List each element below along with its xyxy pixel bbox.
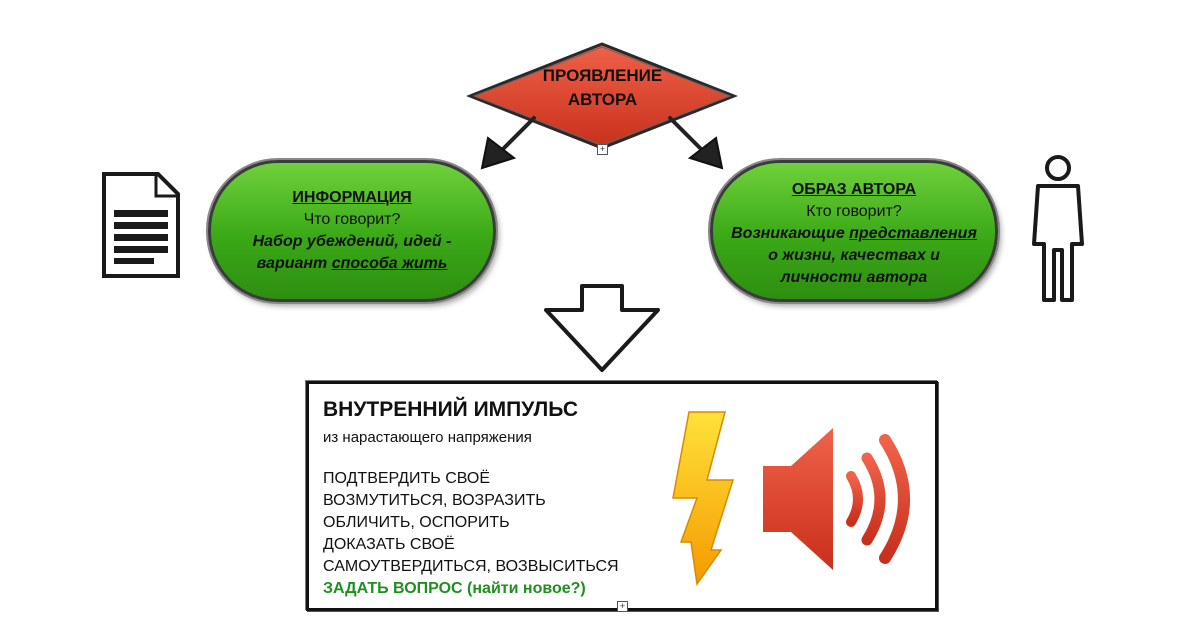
author-image-question: Кто говорит? (806, 203, 902, 220)
impulse-highlight-item: ЗАДАТЬ ВОПРОС (найти новое?) (323, 580, 586, 597)
diamond-resize-handle[interactable]: + (597, 144, 608, 155)
information-line4-prefix: вариант (256, 255, 332, 272)
author-image-block: ОБРАЗ АВТОРА Кто говорит? Возникающие пр… (710, 160, 998, 302)
diamond-label: ПРОЯВЛЕНИЕ АВТОРА (520, 64, 685, 112)
diamond-line2: АВТОРА (567, 90, 638, 109)
box-resize-handle[interactable]: + (617, 601, 628, 612)
impulse-subtitle: из нарастающего напряжения (323, 429, 532, 446)
impulse-list: ПОДТВЕРДИТЬ СВОЁ ВОЗМУТИТЬСЯ, ВОЗРАЗИТЬ … (323, 468, 619, 600)
impulse-item: ПОДТВЕРДИТЬ СВОЁ (323, 470, 491, 487)
lightning-icon (672, 411, 735, 586)
author-image-line5: личности автора (780, 269, 928, 286)
information-title: ИНФОРМАЦИЯ (292, 189, 412, 206)
author-image-title: ОБРАЗ АВТОРА (791, 181, 917, 198)
information-line3: Набор убеждений, идей - (252, 233, 452, 250)
down-arrow (544, 284, 660, 372)
person-icon (1032, 155, 1084, 302)
author-image-line3-link: представления (849, 225, 977, 242)
impulse-item: ДОКАЗАТЬ СВОЁ (323, 536, 455, 553)
impulse-title: ВНУТРЕННИЙ ИМПУЛЬС (323, 398, 579, 421)
impulse-item: САМОУТВЕРДИТЬСЯ, ВОЗВЫСИТЬСЯ (323, 558, 619, 575)
impulse-item: ОБЛИЧИТЬ, ОСПОРИТЬ (323, 514, 510, 531)
document-icon (102, 172, 180, 278)
inner-impulse-box: ВНУТРЕННИЙ ИМПУЛЬС из нарастающего напря… (306, 381, 938, 611)
information-line4-link: способа жить (331, 255, 448, 272)
author-image-line3: Возникающие представления (713, 223, 995, 245)
impulse-item: ВОЗМУТИТЬСЯ, ВОЗРАЗИТЬ (323, 492, 546, 509)
author-image-line4: о жизни, качествах и (768, 247, 940, 264)
speaker-icon (763, 428, 910, 570)
author-image-line3-prefix: Возникающие (731, 225, 850, 242)
split-arrows (480, 116, 724, 170)
diamond-line1: ПРОЯВЛЕНИЕ (542, 66, 663, 85)
information-block: ИНФОРМАЦИЯ Что говорит? Набор убеждений,… (208, 160, 496, 302)
information-line4: вариант способа жить (211, 253, 493, 275)
information-question: Что говорит? (303, 211, 401, 228)
